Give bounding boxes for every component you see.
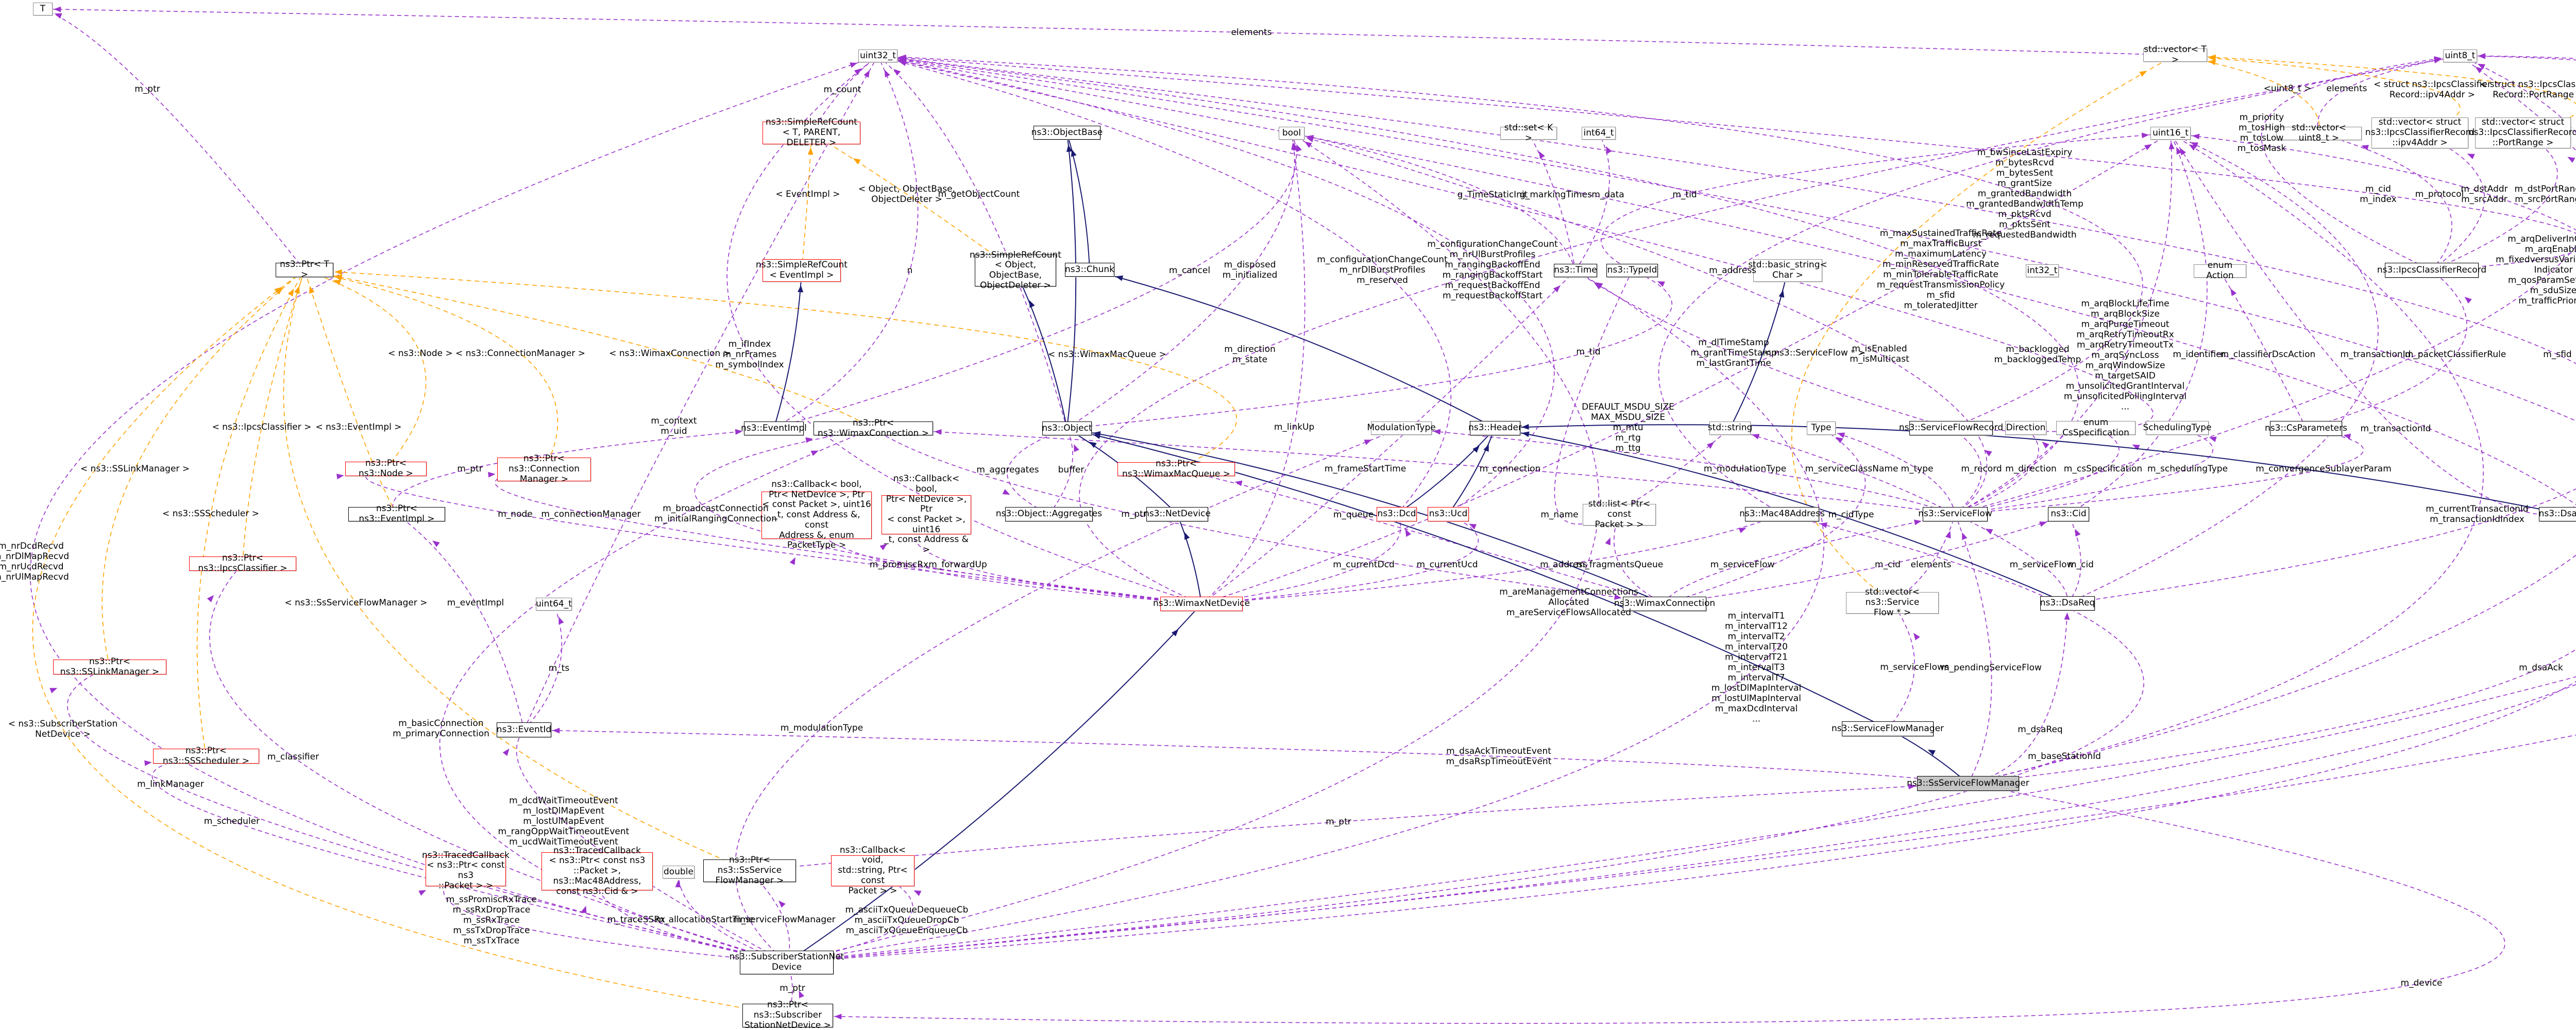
- class-node-src_obj[interactable]: ns3::SimpleRefCount < Object, ObjectBase…: [970, 249, 1061, 291]
- class-node-eventid[interactable]: ns3::EventId: [497, 722, 551, 737]
- class-node-uint16[interactable]: uint16_t: [2150, 127, 2191, 140]
- class-node-int64[interactable]: int64_t: [1582, 127, 1616, 140]
- class-node-dsaack[interactable]: ns3::DsaAck: [2539, 507, 2576, 521]
- class-node-t[interactable]: T: [33, 3, 53, 15]
- class-node-ssfm[interactable]: ns3::SsServiceFlowManager: [1907, 776, 2029, 791]
- class-node-csparams[interactable]: ns3::CsParameters: [2265, 421, 2347, 436]
- class-node-ptrwconn[interactable]: ns3::Ptr< ns3::WimaxConnection >: [814, 418, 933, 438]
- class-node-stdlist[interactable]: std::list< Ptr< const Packet > >: [1583, 499, 1656, 530]
- class-node-ptrT[interactable]: ns3::Ptr< T >: [276, 259, 333, 280]
- class-node-ptrsslm[interactable]: ns3::Ptr< ns3::SSLinkManager >: [53, 656, 166, 677]
- class-node-sfrecord[interactable]: ns3::ServiceFlowRecord: [1899, 421, 2003, 435]
- class-node-ssnd[interactable]: ns3::SubscriberStationNet Device: [730, 951, 844, 974]
- class-node-cid[interactable]: ns3::Cid: [2048, 507, 2089, 521]
- class-node-int32[interactable]: int32_t: [2026, 264, 2059, 277]
- class-node-typebox[interactable]: Type: [1807, 421, 1836, 435]
- class-node-uint64[interactable]: uint64_t: [536, 598, 572, 611]
- class-node-netdevice[interactable]: ns3::NetDevice: [1144, 507, 1211, 521]
- class-node-modtype[interactable]: ModulationType: [1367, 421, 1436, 435]
- class-node-header[interactable]: ns3::Header: [1468, 421, 1522, 435]
- class-node-wconn[interactable]: ns3::WimaxConnection: [1614, 597, 1715, 611]
- class-node-eventimpl[interactable]: ns3::EventImpl: [741, 421, 807, 435]
- class-node-typeid[interactable]: ns3::TypeId: [1606, 264, 1658, 277]
- class-node-cb1[interactable]: ns3::Callback< bool, Ptr< NetDevice >, P…: [761, 479, 872, 551]
- class-node-vecipv4[interactable]: std::vector< struct ns3::IpcsClassifierR…: [2365, 117, 2475, 148]
- class-node-vecport[interactable]: std::vector< struct ns3::IpcsClassifierR…: [2468, 117, 2576, 148]
- class-node-enumaction[interactable]: enum Action: [2194, 260, 2246, 281]
- class-node-mac48[interactable]: ns3::Mac48Address: [1739, 507, 1825, 521]
- class-node-cb2[interactable]: ns3::Callback< bool, Ptr< NetDevice >, P…: [882, 474, 971, 555]
- class-node-ipcsrec[interactable]: ns3::IpcsClassifierRecord: [2377, 263, 2486, 278]
- class-node-ptrssfm[interactable]: ns3::Ptr< ns3::SsService FlowManager >: [703, 855, 796, 886]
- class-node-ptrconnmgr[interactable]: ns3::Ptr< ns3::Connection Manager >: [497, 454, 591, 484]
- class-node-tcb2[interactable]: ns3::TracedCallback < ns3::Ptr< const ns…: [541, 846, 653, 896]
- class-node-schedtype[interactable]: SchedulingType: [2143, 421, 2212, 435]
- class-node-ptripcs[interactable]: ns3::Ptr< ns3::IpcsClassifier >: [189, 553, 296, 573]
- class-node-tcb1[interactable]: ns3::TracedCallback < ns3::Ptr< const ns…: [422, 850, 510, 891]
- class-node-src_ev[interactable]: ns3::SimpleRefCount < EventImpl >: [756, 259, 848, 282]
- class-node-dcd[interactable]: ns3::Dcd: [1377, 507, 1417, 521]
- class-node-stdstring[interactable]: std::string: [1708, 421, 1752, 435]
- class-node-aggregates[interactable]: ns3::Object::Aggregates: [996, 507, 1102, 521]
- class-node-sfm[interactable]: ns3::ServiceFlowManager: [1832, 721, 1944, 736]
- class-node-ptrwmq[interactable]: ns3::Ptr< ns3::WimaxMacQueue >: [1117, 459, 1235, 479]
- class-node-direction[interactable]: Direction: [2005, 421, 2046, 435]
- class-node-csspec[interactable]: enum CsSpecification: [2056, 417, 2136, 437]
- class-node-objectbase[interactable]: ns3::ObjectBase: [1031, 126, 1103, 140]
- class-node-ucd[interactable]: ns3::Ucd: [1428, 507, 1469, 521]
- class-node-uint8[interactable]: uint8_t: [2443, 49, 2477, 62]
- class-node-cbvoid[interactable]: ns3::Callback< void, std::string, Ptr< c…: [831, 845, 914, 896]
- class-node-ptrnode[interactable]: ns3::Ptr< ns3::Node >: [345, 458, 427, 479]
- class-node-src_tpd[interactable]: ns3::SimpleRefCount < T, PARENT, DELETER…: [762, 117, 860, 148]
- class-node-serviceflow[interactable]: ns3::ServiceFlow: [1918, 507, 1992, 521]
- class-node-vectoru8[interactable]: std::vector< uint8_t >: [2276, 123, 2362, 143]
- class-node-vectorT[interactable]: std::vector< T >: [2143, 44, 2207, 65]
- class-node-wimaxnd[interactable]: ns3::WimaxNetDevice: [1153, 597, 1250, 611]
- class-node-dsareq[interactable]: ns3::DsaReq: [2040, 596, 2095, 611]
- class-node-time[interactable]: ns3::Time: [1554, 264, 1597, 277]
- class-node-basicstring[interactable]: std::basic_string< Char >: [1748, 259, 1827, 282]
- class-node-uint32[interactable]: uint32_t: [858, 49, 897, 62]
- class-node-double[interactable]: double: [663, 866, 694, 879]
- class-node-chunk[interactable]: ns3::Chunk: [1065, 263, 1114, 277]
- class-node-ptrev[interactable]: ns3::Ptr< ns3::EventImpl >: [348, 503, 445, 524]
- class-node-setk[interactable]: std::set< K >: [1500, 123, 1557, 143]
- class-node-ptrssnd[interactable]: ns3::Ptr< ns3::Subscriber StationNetDevi…: [742, 1000, 833, 1030]
- class-node-ptrsssch[interactable]: ns3::Ptr< ns3::SSScheduler >: [153, 746, 259, 766]
- class-node-vecsf[interactable]: std::vector< ns3::Service Flow * >: [1846, 587, 1939, 618]
- class-node-bool[interactable]: bool: [1279, 127, 1304, 140]
- class-node-object[interactable]: ns3::Object: [1042, 421, 1092, 435]
